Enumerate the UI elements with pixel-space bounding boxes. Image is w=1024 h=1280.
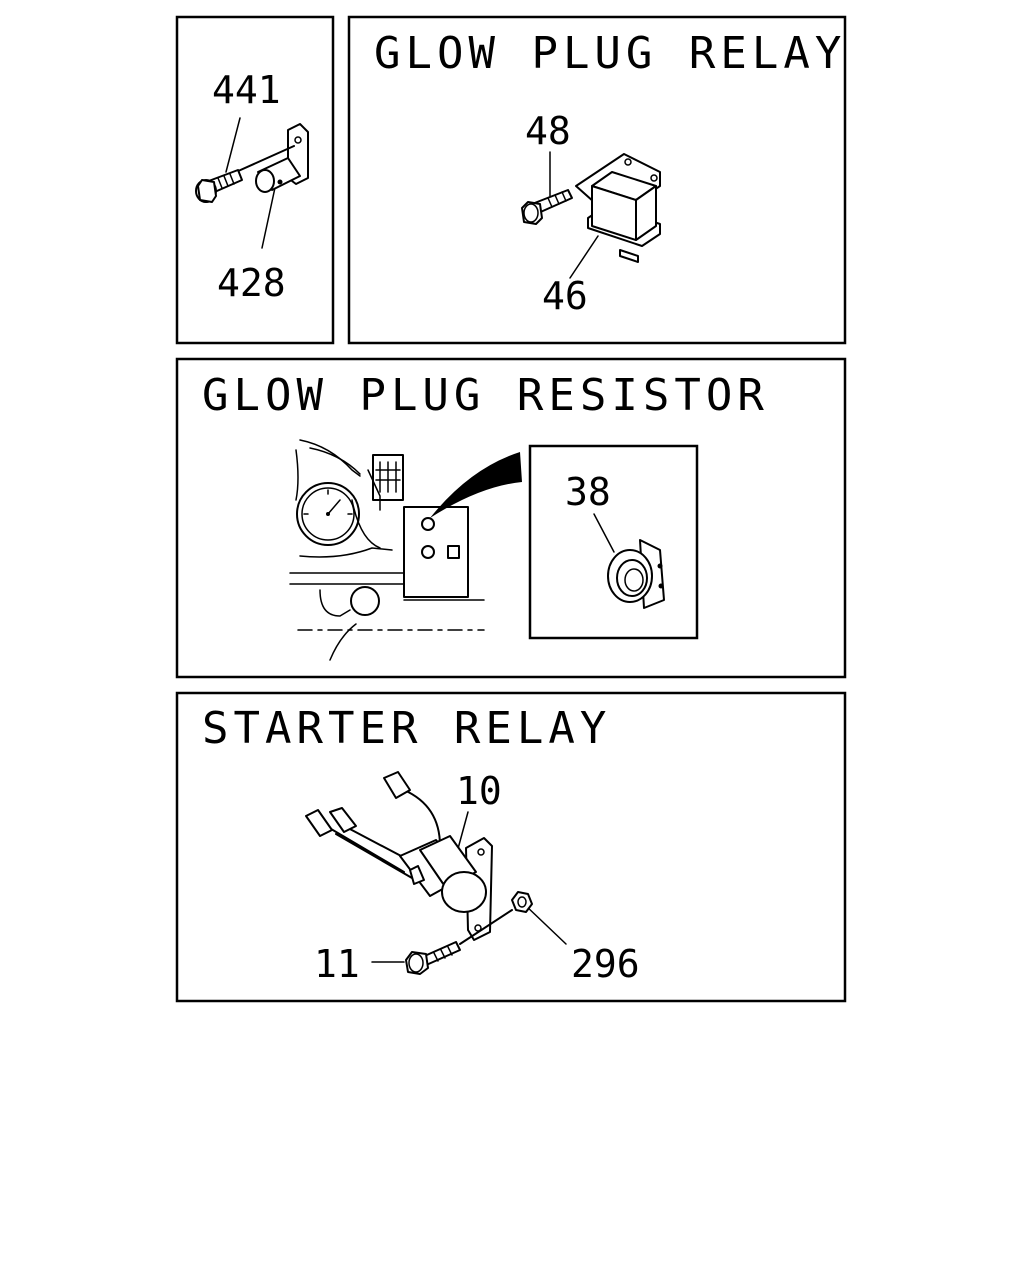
callout-441: 441 — [212, 68, 281, 112]
bracket-illustration — [195, 117, 309, 249]
callout-38: 38 — [565, 470, 611, 514]
starter-relay-frame — [175, 691, 847, 1003]
bracket-panel: 441 428 — [175, 15, 335, 345]
callout-296: 296 — [571, 942, 640, 986]
starter-relay-illustration — [305, 771, 567, 975]
resistor-inset-frame — [528, 444, 699, 640]
glow-plug-relay-panel: GLOW PLUG RELAY 48 46 — [347, 15, 847, 345]
starter-relay-title: STARTER RELAY — [202, 703, 611, 754]
callout-11: 11 — [314, 942, 360, 986]
bracket-panel-frame — [175, 15, 335, 345]
glow-plug-relay-title: GLOW PLUG RELAY — [374, 28, 846, 79]
relay-illustration — [521, 151, 661, 279]
glow-plug-relay-frame — [347, 15, 847, 345]
glow-plug-resistor-panel: GLOW PLUG RESISTOR — [175, 357, 847, 679]
callout-46: 46 — [542, 274, 588, 318]
glow-plug-resistor-frame — [175, 357, 847, 679]
glow-plug-resistor-title: GLOW PLUG RESISTOR — [202, 370, 769, 421]
resistor-inset: 38 — [528, 444, 699, 640]
callout-10: 10 — [456, 769, 502, 813]
callout-48: 48 — [525, 109, 571, 153]
starter-relay-panel: STARTER RELAY 10 11 296 — [175, 691, 847, 1003]
callout-428: 428 — [217, 261, 286, 305]
engine-bay-illustration — [289, 439, 522, 661]
